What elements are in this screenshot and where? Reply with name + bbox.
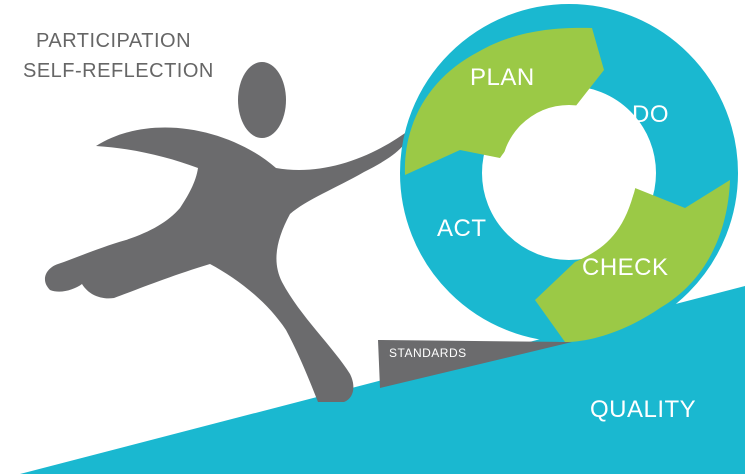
cycle-hub (501, 105, 637, 241)
standards-wedge (378, 340, 572, 388)
check-arrow (535, 180, 730, 342)
running-figure (44, 62, 413, 402)
plan-arrow (404, 27, 604, 176)
figure-body (44, 127, 413, 402)
pdca-cycle (400, 4, 738, 342)
figure-head (238, 62, 286, 138)
